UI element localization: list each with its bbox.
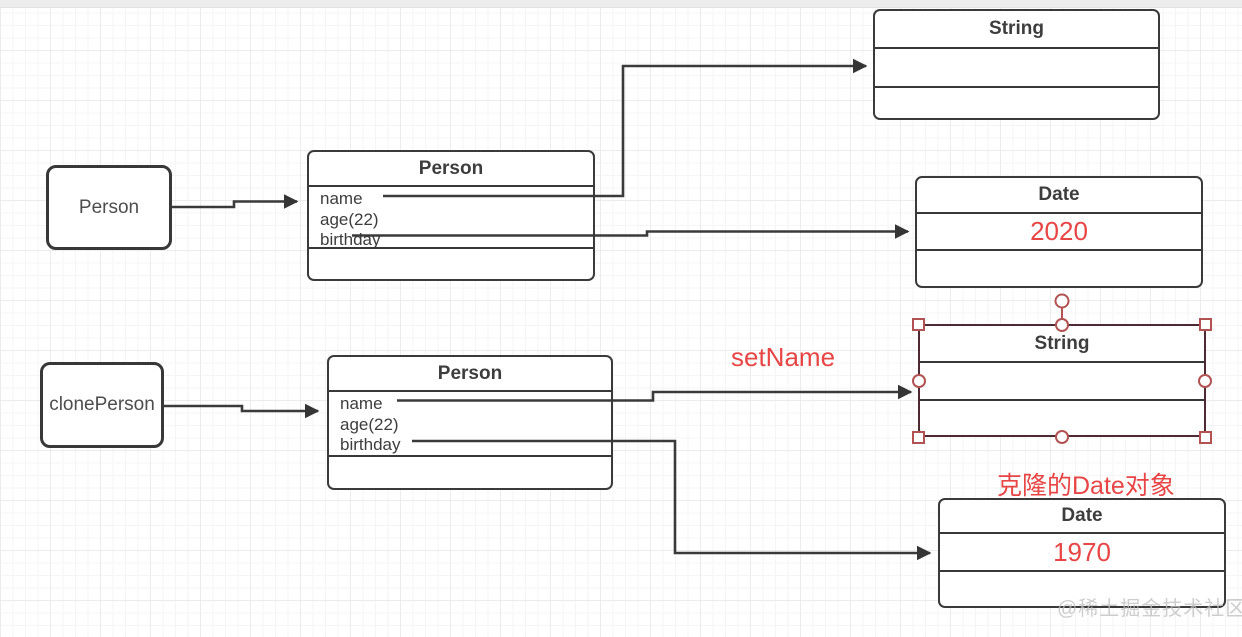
attributes-compartment: name age(22) birthday [329, 390, 611, 455]
empty-compartment [875, 86, 1158, 118]
attribute-age: age(22) [340, 414, 399, 434]
attribute-name: name [340, 394, 383, 413]
empty-compartment [309, 247, 593, 279]
class-title: Person [437, 362, 503, 384]
empty-compartment [875, 47, 1158, 86]
attribute-birthday: birthday [340, 435, 401, 454]
person-reference-node[interactable]: Person [46, 165, 172, 250]
empty-compartment [920, 399, 1204, 435]
class-title: String [1034, 332, 1090, 354]
empty-compartment [917, 249, 1201, 286]
person-reference-label: Person [78, 196, 140, 218]
arrow-cloneperson-to-object[interactable] [164, 403, 320, 419]
cloned-date-annotation[interactable]: 克隆的Date对象 [997, 472, 1175, 500]
window-top-edge [0, 0, 1242, 8]
class-title: Date [1038, 184, 1080, 205]
rotation-handle[interactable] [1054, 293, 1070, 309]
date-value: 1970 [940, 532, 1224, 570]
empty-compartment [920, 361, 1204, 399]
clone-person-reference-label: clonePerson [49, 394, 155, 415]
empty-compartment [329, 455, 611, 488]
class-title: Date [1061, 505, 1103, 526]
class-title: Person [418, 157, 484, 179]
date-object-bottom[interactable]: Date 1970 [938, 498, 1226, 608]
class-title: String [989, 18, 1044, 39]
setname-annotation[interactable]: setName [731, 342, 836, 372]
attribute-name: name [320, 189, 363, 208]
date-object-top[interactable]: Date 2020 [915, 176, 1203, 288]
attribute-age: age(22) [320, 209, 379, 229]
attributes-compartment: name age(22) birthday [309, 185, 593, 249]
clone-person-reference-node[interactable]: clonePerson [40, 362, 164, 448]
date-value: 2020 [917, 212, 1201, 249]
string-object-top[interactable]: String [873, 9, 1160, 120]
person-object-top[interactable]: Person name age(22) birthday [307, 150, 595, 281]
arrow-person-to-object[interactable] [172, 194, 299, 209]
empty-compartment [940, 570, 1224, 606]
person-object-bottom[interactable]: Person name age(22) birthday [327, 355, 613, 490]
watermark: @稀土掘金技术社区 [1057, 598, 1242, 620]
string-object-selected[interactable]: String [918, 324, 1206, 437]
